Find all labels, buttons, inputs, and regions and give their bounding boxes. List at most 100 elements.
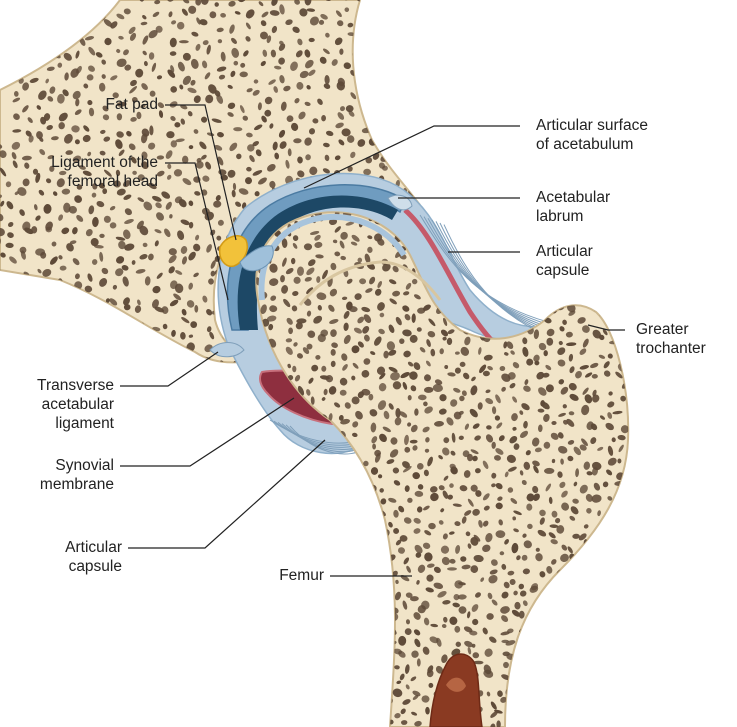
trabecula-hole <box>328 719 340 727</box>
trabecula-hole <box>260 620 270 625</box>
trabecula-hole <box>400 152 409 159</box>
trabecula-hole <box>334 515 342 523</box>
trabecula-hole <box>424 122 431 127</box>
trabecula-hole <box>586 703 592 708</box>
trabecula-hole <box>411 103 421 109</box>
trabecula-hole <box>308 623 319 632</box>
trabecula-hole <box>31 347 39 355</box>
trabecula-hole <box>155 336 161 342</box>
trabecula-hole <box>59 359 66 369</box>
trabecula-hole <box>22 282 33 290</box>
trabecula-hole <box>28 329 35 340</box>
trabecula-hole <box>354 558 363 567</box>
trabecula-hole <box>608 565 616 572</box>
trabecula-hole <box>367 19 377 29</box>
trabecula-hole <box>24 61 32 67</box>
trabecula-hole <box>74 297 84 308</box>
trabecula-hole <box>56 352 64 360</box>
trabecula-hole <box>371 614 378 621</box>
trabecula-hole <box>364 663 374 673</box>
trabecula-hole <box>569 578 578 587</box>
trabecula-hole <box>530 279 540 290</box>
trabecula-hole <box>247 716 256 726</box>
trabecula-hole <box>363 701 370 709</box>
trabecula-hole <box>619 554 626 562</box>
trabecula-hole <box>544 232 550 237</box>
trabecula-hole <box>316 531 328 543</box>
trabecula-hole <box>618 490 623 497</box>
trabecula-hole <box>245 537 254 545</box>
trabecula-hole <box>341 657 352 668</box>
trabecula-hole <box>459 226 470 237</box>
trabecula-hole <box>451 203 461 212</box>
trabecula-hole <box>557 597 569 608</box>
trabecula-hole <box>405 74 412 83</box>
trabecula-hole <box>269 685 277 691</box>
trabecula-hole <box>617 459 621 464</box>
trabecula-hole <box>581 620 591 630</box>
trabecula-hole <box>534 285 543 294</box>
trabecula-hole <box>278 590 286 597</box>
trabecula-hole <box>416 148 425 156</box>
trabecula-hole <box>244 676 252 684</box>
trabecula-hole <box>278 506 289 516</box>
trabecula-hole <box>167 350 174 356</box>
trabecula-hole <box>246 600 254 608</box>
trabecula-hole <box>338 578 347 584</box>
trabecula-hole <box>622 722 628 727</box>
trabecula-hole <box>618 594 626 602</box>
trabecula-hole <box>616 275 622 283</box>
trabecula-hole <box>38 31 46 39</box>
trabecula-hole <box>280 658 290 669</box>
trabecula-hole <box>594 617 602 621</box>
trabecula-hole <box>599 577 607 582</box>
trabecula-hole <box>594 703 602 710</box>
trabecula-hole <box>535 627 548 640</box>
trabecula-hole <box>295 553 300 559</box>
trabecula-hole <box>454 219 459 224</box>
trabecula-hole <box>526 644 533 655</box>
trabecula-hole <box>43 35 51 43</box>
trabecula-hole <box>31 12 43 24</box>
trabecula-hole <box>583 671 591 678</box>
trabecula-hole <box>305 683 315 693</box>
trabecula-hole <box>521 295 530 303</box>
trabecula-hole <box>351 510 360 517</box>
trabecula-hole <box>307 659 312 664</box>
trabecula-hole <box>622 291 627 295</box>
trabecula-hole <box>365 493 370 499</box>
trabecula-hole <box>470 232 478 241</box>
trabecula-hole <box>315 633 326 642</box>
trabecula-hole <box>410 64 417 72</box>
trabecula-hole <box>243 492 251 499</box>
trabecula-hole <box>355 528 363 538</box>
trabecula-hole <box>314 696 324 707</box>
trabecula-hole <box>574 706 583 715</box>
trabecula-hole <box>317 630 324 638</box>
trabecula-hole <box>402 109 410 116</box>
trabecula-hole <box>631 462 639 470</box>
trabecula-hole <box>268 454 278 462</box>
trabecula-hole <box>5 47 15 58</box>
trabecula-hole <box>331 599 344 612</box>
trabecula-hole <box>512 221 518 232</box>
trabecula-hole <box>617 654 627 660</box>
trabecula-hole <box>250 687 256 693</box>
trabecula-hole <box>562 670 571 678</box>
trabecula-hole <box>352 462 359 471</box>
trabecula-hole <box>593 674 601 682</box>
trabecula-hole <box>582 593 593 604</box>
trabecula-hole <box>284 538 293 546</box>
trabecula-hole <box>521 240 526 245</box>
trabecula-hole <box>558 703 564 710</box>
trabecula-hole <box>64 29 74 39</box>
trabecula-hole <box>615 708 624 717</box>
trabecula-hole <box>373 689 381 693</box>
trabecula-hole <box>332 711 343 721</box>
trabecula-hole <box>607 659 615 666</box>
trabecula-hole <box>630 434 636 443</box>
trabecula-hole <box>273 449 282 457</box>
trabecula-hole <box>143 332 153 339</box>
trabecula-hole <box>630 374 636 380</box>
trabecula-hole <box>43 319 51 323</box>
